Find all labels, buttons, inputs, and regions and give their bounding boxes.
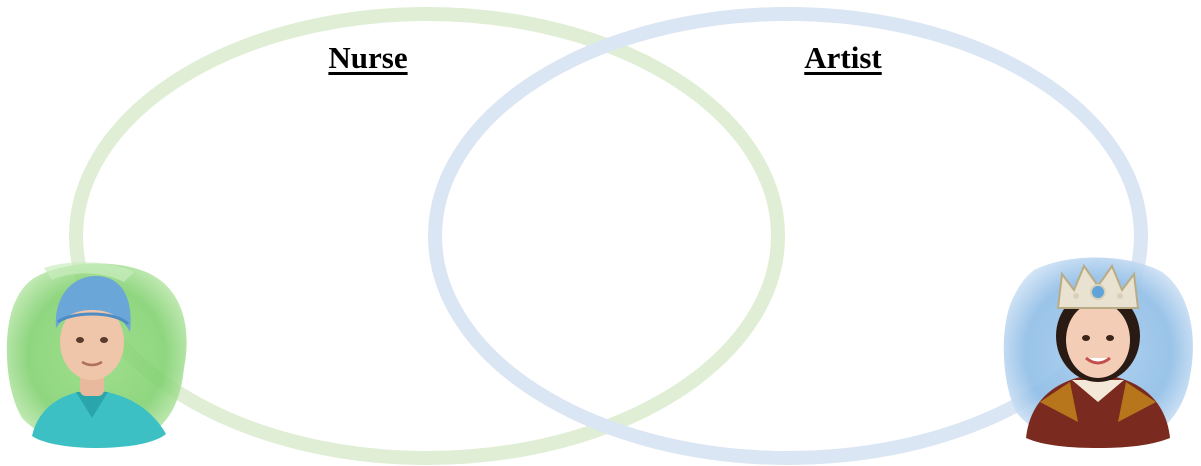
nurse-set-label: Nurse — [328, 40, 407, 76]
artist-set-label: Artist — [804, 40, 881, 76]
pageant-queen-portrait-icon — [1000, 252, 1196, 448]
nurse-portrait-icon — [4, 258, 190, 448]
